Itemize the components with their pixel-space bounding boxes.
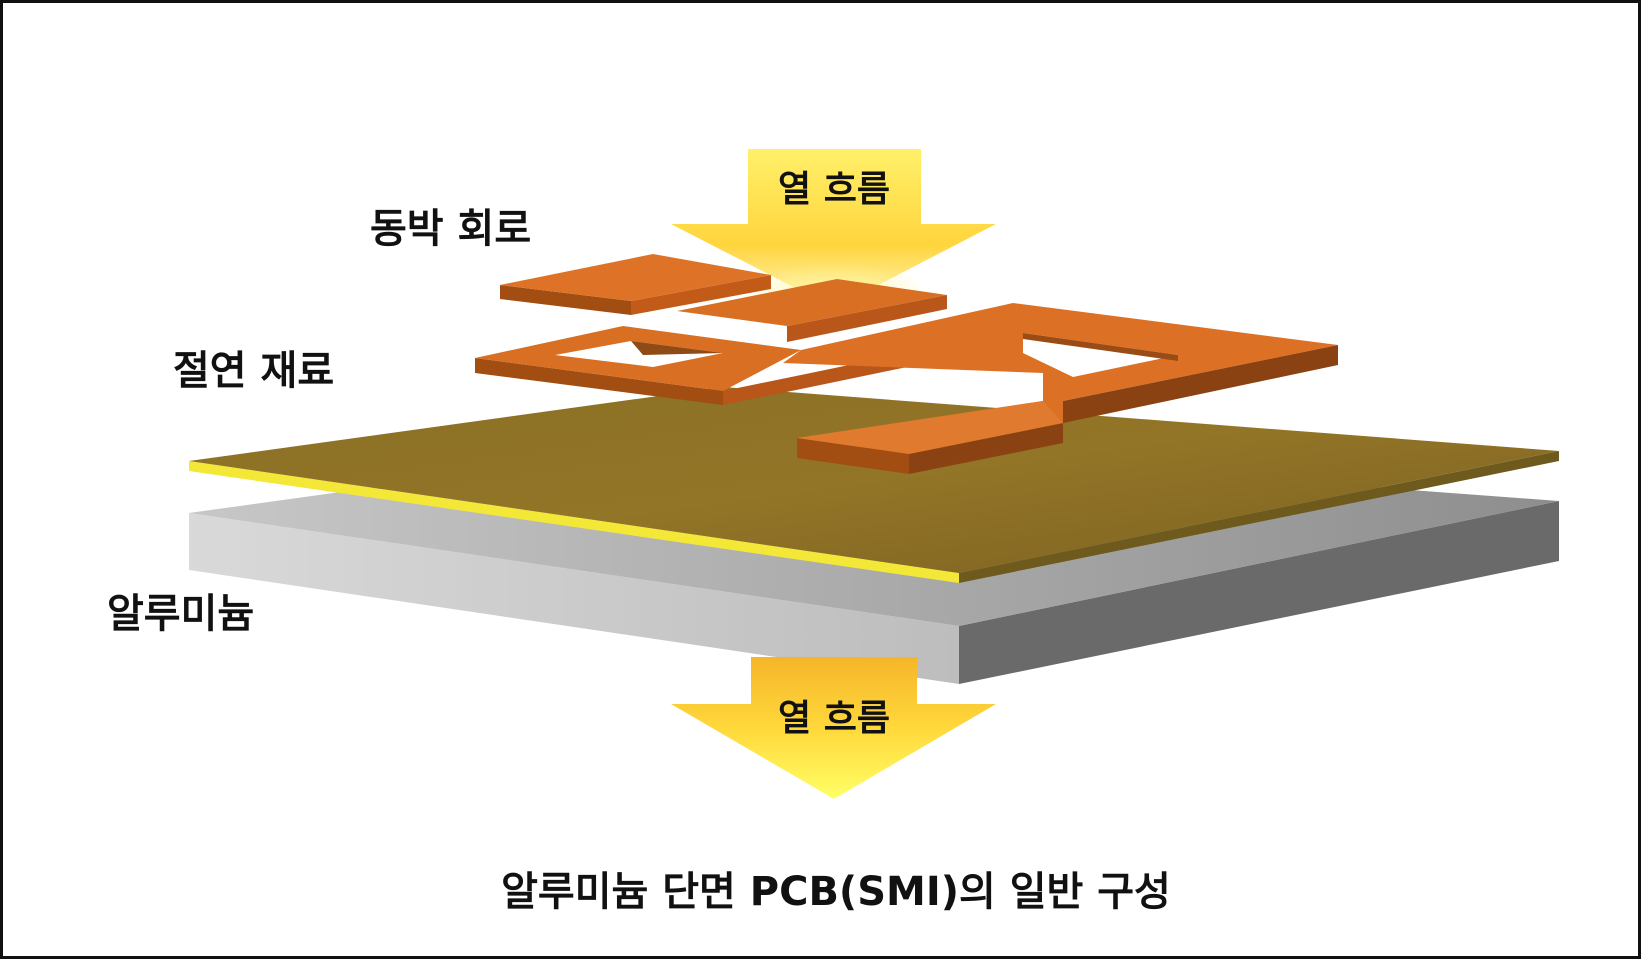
insulation-label: 절연 재료 [173, 348, 334, 394]
heat-flow-top-label: 열 흐름 [778, 169, 890, 210]
heat-flow-bottom-label: 열 흐름 [778, 698, 890, 739]
diagram-caption: 알루미늄 단면 PCB(SMI)의 일반 구성 [501, 869, 1171, 915]
heat-flow-bottom-arrow [671, 657, 996, 799]
insulation-layer [189, 387, 1559, 583]
copper-circuit-label: 동박 회로 [370, 206, 531, 252]
aluminum-label: 알루미늄 [107, 591, 254, 637]
copper-circuit [475, 254, 1338, 474]
pcb-layer-diagram: 동박 회로 절연 재료 알루미늄 열 흐름 열 흐름 알루미늄 단면 PCB(S… [107, 149, 1559, 915]
